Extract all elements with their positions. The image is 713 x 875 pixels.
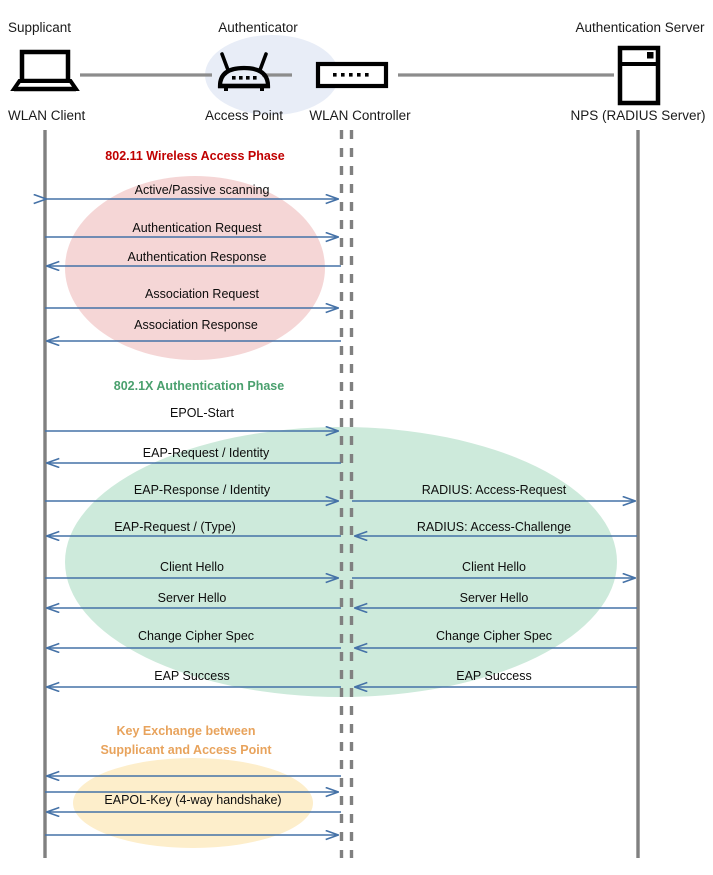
message-label-radius-access-challenge: RADIUS: Access-Challenge bbox=[416, 520, 572, 534]
message-label-eap-response-identity: EAP-Response / Identity bbox=[133, 483, 271, 497]
phase-label-802-1x: 802.1X Authentication Phase bbox=[113, 379, 285, 393]
actor-name-wlan-client: WLAN Client bbox=[8, 108, 86, 123]
server-rack-icon bbox=[617, 45, 661, 106]
actor-role-supplicant: Supplicant bbox=[8, 20, 72, 35]
message-label-association-request: Association Request bbox=[145, 287, 259, 301]
phase-label-key-exchange-line1: Key Exchange between bbox=[116, 724, 256, 738]
message-label-authentication-request: Authentication Request bbox=[132, 221, 262, 235]
phase-label-802-11: 802.11 Wireless Access Phase bbox=[105, 149, 285, 163]
phase-802-11-ellipse bbox=[65, 176, 325, 360]
message-label-association-response: Association Response bbox=[134, 318, 258, 332]
wireless-router-icon bbox=[217, 52, 271, 91]
actor-role-authenticator: Authenticator bbox=[218, 20, 298, 35]
message-label-eap-request-identity: EAP-Request / Identity bbox=[142, 446, 270, 460]
laptop-icon bbox=[10, 49, 80, 92]
actor-name-access-point: Access Point bbox=[204, 108, 284, 123]
phase-key-exchange-ellipse bbox=[73, 758, 313, 848]
message-label-eap-request-type: EAP-Request / (Type) bbox=[114, 520, 236, 534]
message-label-change-cipher-spec-right: Change Cipher Spec bbox=[435, 629, 553, 643]
message-label-change-cipher-spec-left: Change Cipher Spec bbox=[137, 629, 255, 643]
message-label-server-hello-left: Server Hello bbox=[157, 591, 227, 605]
message-label-epol-start: EPOL-Start bbox=[170, 406, 234, 420]
lifelines bbox=[43, 130, 640, 858]
actor-name-wlan-controller: WLAN Controller bbox=[309, 108, 411, 123]
message-label-eap-success-right: EAP Success bbox=[456, 669, 532, 683]
message-label-authentication-response: Authentication Response bbox=[127, 250, 267, 264]
message-label-client-hello-left: Client Hello bbox=[160, 560, 224, 574]
actor-role-auth-server: Authentication Server bbox=[575, 20, 705, 35]
message-label-active-passive-scanning: Active/Passive scanning bbox=[134, 183, 270, 197]
message-label-client-hello-right: Client Hello bbox=[462, 560, 526, 574]
network-switch-icon bbox=[315, 61, 389, 89]
message-label-eap-success-left: EAP Success bbox=[154, 669, 230, 683]
phase-label-key-exchange-line2: Supplicant and Access Point bbox=[100, 743, 272, 757]
actor-name-nps-radius-server: NPS (RADIUS Server) bbox=[570, 108, 706, 123]
supplicant-message-arrows bbox=[45, 199, 341, 835]
radius-message-arrows bbox=[352, 501, 637, 687]
message-label-eapol-key-4way-handshake: EAPOL-Key (4-way handshake) bbox=[104, 793, 282, 807]
message-label-server-hello-right: Server Hello bbox=[459, 591, 529, 605]
message-label-radius-access-request: RADIUS: Access-Request bbox=[421, 483, 567, 497]
